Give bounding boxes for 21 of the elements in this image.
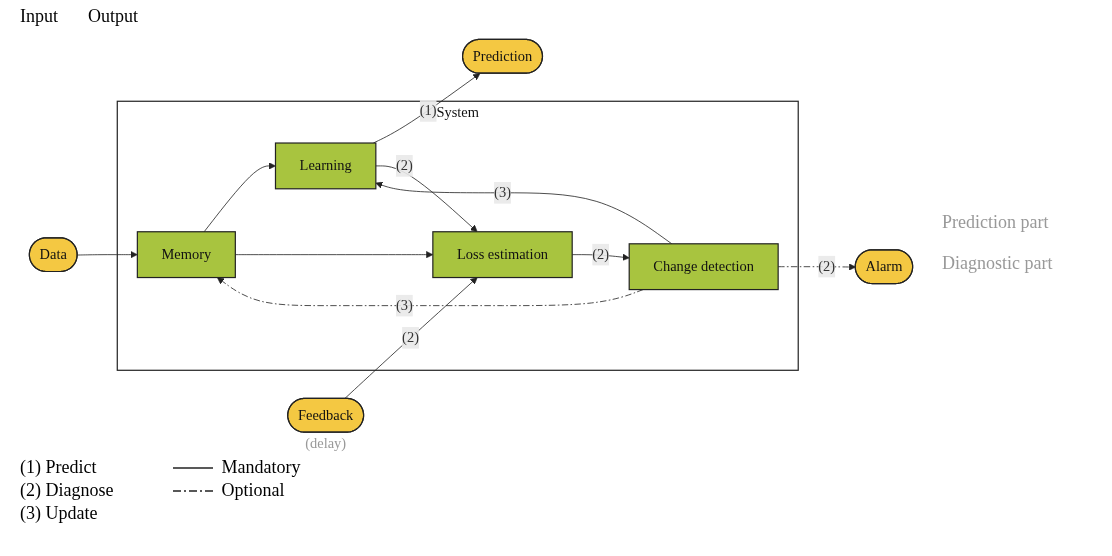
legend-label: Optional bbox=[221, 480, 285, 501]
column-heading: Output bbox=[88, 6, 138, 27]
bracket-label: Prediction part bbox=[942, 212, 1050, 233]
node-box: Memory bbox=[136, 231, 236, 279]
edge-label: (2) bbox=[592, 246, 610, 263]
node-note: (delay) bbox=[305, 435, 347, 452]
node-box: Loss estimation bbox=[432, 231, 573, 279]
edge-label: (2) bbox=[395, 157, 413, 174]
legend-label: Mandatory bbox=[221, 457, 301, 478]
node-box: Learning bbox=[274, 142, 377, 190]
node-box: Change detection bbox=[628, 243, 779, 291]
column-heading: Input bbox=[20, 6, 58, 27]
edge-label: (3) bbox=[494, 184, 511, 201]
edge-label: (2) bbox=[818, 258, 836, 275]
step-key: (2) Diagnose bbox=[20, 480, 114, 501]
edge-label: (1) bbox=[419, 102, 437, 119]
step-key: (3) Update bbox=[20, 503, 114, 524]
bracket-label: Diagnostic part bbox=[942, 253, 1054, 274]
edge-label: (2) bbox=[402, 329, 419, 346]
step-key: (1) Predict bbox=[20, 457, 114, 478]
edge-label: (3) bbox=[395, 297, 413, 314]
